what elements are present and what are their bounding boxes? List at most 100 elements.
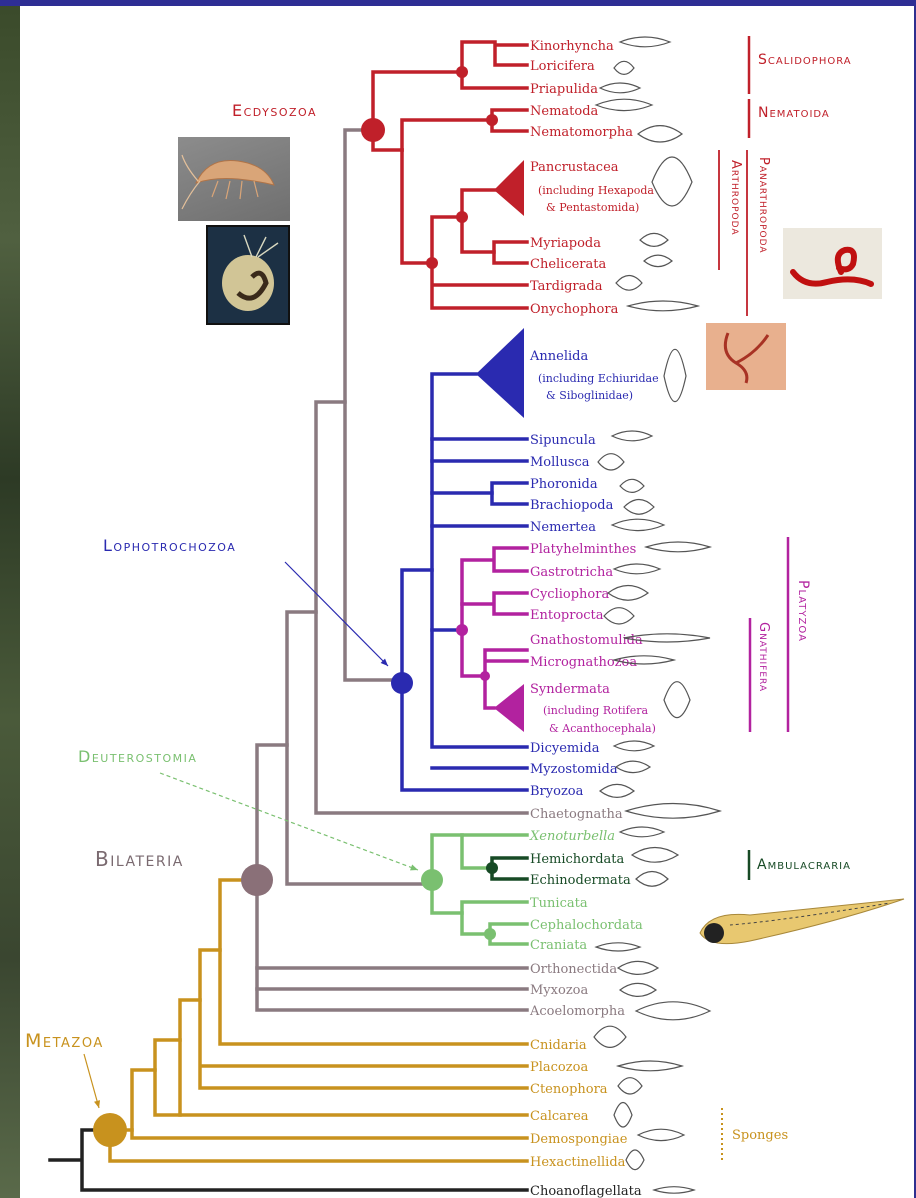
arrow-metazoa (84, 1054, 99, 1108)
clade-label-deuterostomia: Deuterostomia (78, 747, 197, 766)
photo-water-flea (206, 225, 290, 325)
branch (132, 1070, 527, 1138)
taxon-label: Cnidaria (530, 1038, 587, 1053)
taxon-label: Tardigrada (530, 279, 603, 294)
organism-sketch (664, 682, 690, 718)
branch (345, 130, 402, 680)
organism-sketch (636, 872, 668, 887)
taxon-label: Onychophora (530, 302, 619, 317)
clade-triangle-syndermata (494, 684, 524, 732)
photo-red-annelids (706, 323, 786, 390)
taxon-label: & Siboglinidae) (546, 389, 633, 402)
taxon-label: Sipuncula (530, 433, 596, 448)
taxon-label: Hemichordata (530, 852, 625, 867)
organism-sketch (626, 1150, 644, 1170)
taxon-label: Loricifera (530, 59, 595, 74)
taxon-label: Entoprocta (530, 608, 604, 623)
taxon-label: Platyhelminthes (530, 542, 636, 557)
taxon-label: Chelicerata (530, 257, 606, 272)
organism-sketch (616, 276, 642, 291)
tree-nodes (93, 66, 498, 1147)
branch (155, 1040, 180, 1115)
group-label-arthropoda: Arthropoda (728, 160, 743, 236)
bracket-scalidophora: Scalidophora (749, 36, 852, 94)
clade-triangle-pancrustacea (494, 160, 524, 216)
node-platyzoa (456, 624, 468, 636)
branch (257, 968, 527, 989)
taxon-label: Ctenophora (530, 1082, 608, 1097)
clade-label-bilateria: Bilateria (95, 847, 184, 871)
node-chordata (484, 928, 496, 940)
group-label-scalidophora: Scalidophora (758, 52, 852, 68)
taxon-label: Priapulida (530, 82, 598, 97)
branch (180, 1000, 527, 1115)
organism-sketch (596, 943, 640, 951)
branch (402, 150, 432, 263)
organism-sketch (618, 961, 658, 974)
organism-sketch (612, 431, 652, 441)
taxon-label: Myzostomida (530, 762, 618, 777)
branch (462, 548, 527, 630)
clade-label-metazoa: Metazoa (25, 1030, 104, 1052)
group-label-ambulacraria: Ambulacraria (757, 857, 851, 873)
organism-sketch (618, 1061, 682, 1071)
taxon-label: Phoronida (530, 477, 598, 492)
organism-sketch (644, 255, 672, 266)
organism-sketch (628, 301, 698, 311)
clade-arrows (84, 562, 418, 1108)
organism-sketch (626, 804, 720, 819)
taxon-label: Cephalochordata (530, 918, 643, 933)
branch (200, 950, 527, 1088)
branch (257, 745, 527, 1010)
node-lophotrochozoa (391, 672, 413, 694)
taxon-label: Nematomorpha (530, 125, 633, 140)
taxon-label: Orthonectida (530, 962, 617, 977)
arrow-deuterostomia-head (410, 864, 418, 870)
taxon-label: Hexactinellida (530, 1155, 626, 1170)
branch (373, 72, 492, 150)
taxon-label: Nematoda (530, 104, 599, 119)
branch (495, 45, 527, 65)
photo-zebrafish-larva (690, 885, 914, 962)
bracket-panarthropoda: Panarthropoda (747, 150, 771, 316)
branch (110, 1130, 527, 1161)
taxon-label: Bryozoa (530, 784, 584, 799)
group-label-panarthropoda: Panarthropoda (756, 157, 771, 254)
organism-sketch (632, 848, 678, 863)
organism-sketch (624, 500, 654, 515)
taxon-label: Syndermata (530, 682, 610, 697)
taxon-label: (including Rotifera (543, 704, 649, 717)
bracket-sponges: Sponges (722, 1108, 788, 1162)
clade-label-ecdysozoa: Ecdysozoa (232, 101, 317, 120)
taxon-label: Choanoflagellata (530, 1184, 642, 1198)
photo-amphipod (178, 137, 290, 221)
taxon-label: Brachiopoda (530, 498, 614, 513)
taxon-label: Dicyemida (530, 741, 600, 756)
group-label-sponges: Sponges (732, 1128, 788, 1143)
organism-sketch (614, 741, 654, 751)
organism-sketch (640, 233, 668, 246)
node-bilateria (241, 864, 273, 896)
taxon-label: & Acanthocephala) (549, 722, 656, 735)
taxon-label: Demospongiae (530, 1132, 628, 1147)
taxon-label: Annelida (529, 349, 588, 364)
taxon-label: Tunicata (530, 896, 588, 911)
bracket-nematoida: Nematoida (749, 99, 830, 138)
bracket-platyzoa: Platyzoa (788, 537, 811, 732)
clade-label-lophotrochozoa: Lophotrochozoa (103, 536, 236, 555)
node-metazoa (93, 1113, 127, 1147)
taxon-label: Echinodermata (530, 873, 631, 888)
taxon-label: Pancrustacea (530, 160, 619, 175)
taxon-label: Myriapoda (530, 236, 601, 251)
node-deuterostomia (421, 869, 443, 891)
organism-sketch (612, 519, 664, 530)
node-gnathifera (480, 671, 490, 681)
branch (485, 650, 527, 676)
taxon-label: Kinorhyncha (530, 39, 614, 54)
node-arthropoda (456, 211, 468, 223)
branch (462, 593, 527, 614)
node-ecdysozoa (361, 118, 385, 142)
node-ambulacraria (486, 862, 498, 874)
